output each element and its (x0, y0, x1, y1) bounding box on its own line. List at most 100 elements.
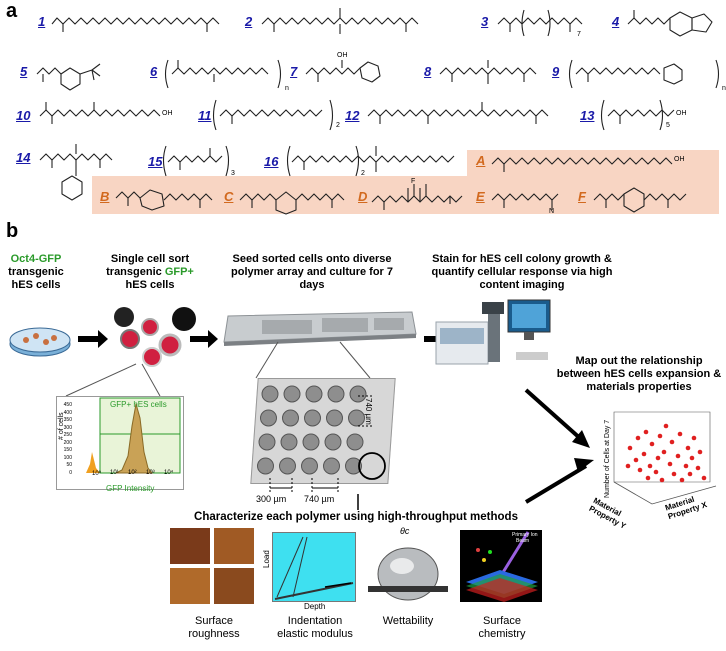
array-spot (282, 409, 299, 427)
afm-images (170, 528, 260, 604)
histogram-ytick: 450 (63, 402, 72, 408)
compound-label-11[interactable]: 11 (198, 108, 212, 123)
sims-image (460, 530, 542, 602)
compound-label-3[interactable]: 3 (481, 14, 489, 29)
method-0-line1: Surface (195, 615, 233, 627)
indentation-xlabel: Depth (304, 602, 326, 611)
compound-label-7[interactable]: 7 (290, 64, 298, 79)
compound-label-B[interactable]: B (100, 189, 110, 204)
scatter-point (661, 449, 667, 455)
step-2-line1: Single cell sort (110, 253, 190, 265)
histogram-plot (86, 397, 181, 474)
array-spot (326, 409, 343, 427)
step-4-text: Stain for hES cell colony growth & quant… (431, 253, 613, 291)
histogram-xtick: 10³ (146, 470, 155, 476)
compound-label-9[interactable]: 9 (552, 64, 560, 79)
contact-angle-label: θc (400, 526, 410, 536)
sorted-cells (114, 307, 196, 367)
method-3-line2: chemistry (478, 628, 526, 640)
step-1-line1: Oct4-GFP (10, 253, 62, 265)
spot-height-label: 740 µm (364, 398, 373, 425)
characterize-title: Characterize each polymer using high-thr… (194, 511, 518, 523)
scatter-point (635, 435, 641, 441)
method-caption-roughness: Surface roughness (176, 615, 252, 641)
subscript-11: 2 (336, 122, 340, 129)
subscript-9: n (722, 85, 726, 92)
oh-7: OH (337, 52, 348, 59)
scatter-point (689, 455, 695, 461)
compound-label-15[interactable]: 15 (148, 154, 163, 169)
subscript-16: 2 (361, 170, 365, 177)
scatter-point (669, 439, 675, 445)
step-2-text: Single cell sort transgenic GFP+ hES cel… (100, 253, 200, 292)
scatter-point (657, 433, 663, 439)
scatter-point (627, 445, 633, 451)
array-spot (304, 409, 321, 427)
histogram-ytick: 400 (63, 409, 72, 416)
compound-label-14[interactable]: 14 (16, 150, 31, 165)
compound-label-4[interactable]: 4 (612, 14, 620, 29)
array-spot (346, 433, 364, 451)
scatter-zlabel: Number of Cells at Day 7 (604, 419, 611, 498)
histogram-xtick: 10⁰ (92, 471, 102, 477)
scatter-point (677, 431, 683, 437)
compound-label-F[interactable]: F (578, 189, 586, 204)
step-5-text: Map out the relationship between hES cel… (556, 355, 722, 393)
array-spot (305, 385, 323, 403)
histogram-zoom-lines (65, 363, 161, 397)
spot-pitch-b-label: 740 µm (304, 494, 335, 504)
compound-label-E[interactable]: E (476, 189, 485, 204)
f-D: F (411, 178, 416, 185)
panel-b-letter: b (6, 220, 19, 242)
compound-label-13[interactable]: 13 (580, 108, 595, 123)
oh-13: OH (676, 110, 687, 117)
compound-label-D[interactable]: D (358, 189, 368, 204)
converging-arrows (524, 388, 594, 504)
array-spot (324, 433, 342, 451)
subscript-3: 7 (577, 31, 581, 38)
histogram-ytick: 200 (63, 439, 72, 446)
compound-label-8[interactable]: 8 (424, 64, 432, 79)
oh-10: OH (162, 110, 173, 117)
indentation-plot (272, 532, 356, 602)
scatter-3d (600, 408, 718, 518)
spot-pitch-a-label: 300 µm (256, 494, 287, 504)
compound-label-12[interactable]: 12 (345, 108, 360, 123)
gate-label: GFP+ hES cells (110, 400, 167, 409)
compound-label-6[interactable]: 6 (150, 64, 158, 79)
array-spot (349, 385, 367, 403)
wettability-droplet (368, 547, 448, 601)
petri-dish (9, 327, 71, 357)
step-3-text: Seed sorted cells onto diverse polymer a… (231, 253, 393, 291)
scatter-point (679, 477, 685, 483)
zoom-lines (255, 341, 371, 379)
compound-label-16[interactable]: 16 (264, 154, 279, 169)
oh-A: OH (674, 156, 685, 163)
array-spot (323, 457, 340, 475)
scatter-point (637, 467, 643, 473)
array-spot (279, 457, 296, 475)
sims-label-1: Primary Ion (512, 532, 538, 538)
compound-label-1[interactable]: 1 (38, 14, 46, 29)
scatter-point (685, 445, 691, 451)
compound-label-A[interactable]: A (476, 153, 486, 168)
method-2-line1: Wettability (382, 615, 434, 627)
compound-label-C[interactable]: C (224, 189, 234, 204)
subscript-15: 3 (231, 170, 235, 177)
compound-label-5[interactable]: 5 (20, 64, 28, 79)
array-spot (345, 457, 362, 475)
scatter-point (649, 441, 655, 447)
scatter-point (647, 463, 653, 469)
method-1-line1: Indentation (287, 615, 343, 627)
histogram-xtick: 10⁴ (164, 470, 174, 476)
scatter-point (655, 455, 661, 461)
compound-label-10[interactable]: 10 (16, 108, 31, 123)
method-1-line2: elastic modulus (277, 628, 353, 640)
sims-illustration (466, 531, 538, 602)
step-1-text: Oct4-GFP transgenic hES cells (4, 253, 68, 292)
step-1-line3: hES cells (11, 279, 61, 291)
scatter-point (663, 423, 669, 429)
scatter-point (691, 435, 697, 441)
method-caption-modulus: Indentation elastic modulus (268, 615, 362, 641)
compound-label-2[interactable]: 2 (245, 14, 253, 29)
